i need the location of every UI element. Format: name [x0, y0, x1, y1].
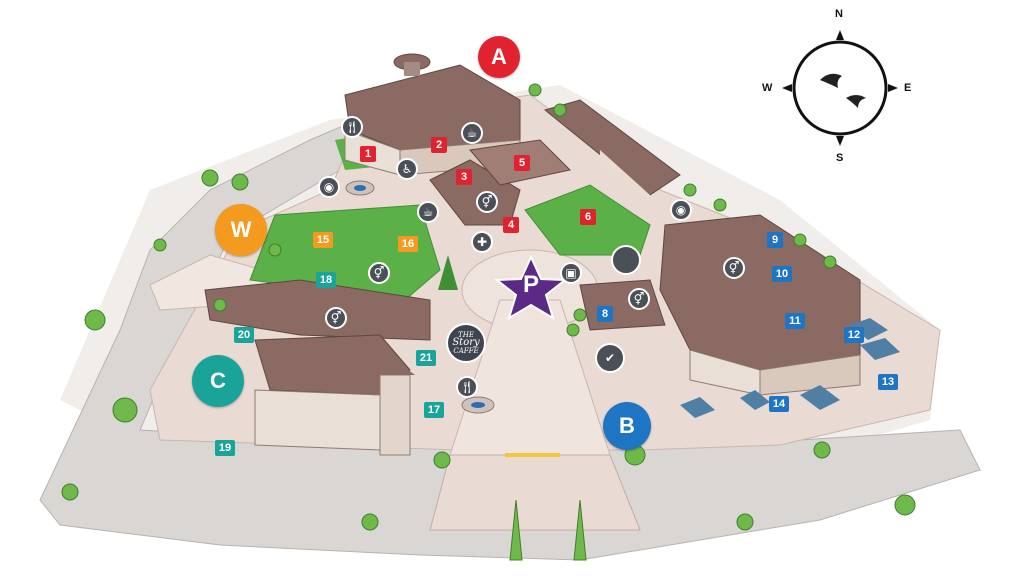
- building-c: [204, 279, 431, 456]
- tree-cypress-2: [573, 499, 587, 561]
- zone-a-marker[interactable]: A: [478, 36, 520, 78]
- location-9[interactable]: 9: [767, 232, 783, 248]
- location-17[interactable]: 17: [424, 402, 444, 418]
- coffee-icon[interactable]: ☕︎: [417, 201, 439, 223]
- location-21[interactable]: 21: [416, 350, 436, 366]
- accessibility-icon[interactable]: ♿︎: [396, 158, 418, 180]
- compass-south: S: [836, 152, 844, 164]
- first-aid-icon[interactable]: ✚: [471, 231, 493, 253]
- location-18[interactable]: 18: [316, 272, 336, 288]
- building-b: [579, 214, 861, 396]
- location-6[interactable]: 6: [580, 209, 596, 225]
- cafe-line-3: CAFFE: [453, 347, 479, 355]
- compass-north: N: [835, 8, 843, 20]
- compass-east: E: [904, 82, 912, 94]
- cafe-line-1: THE: [458, 331, 474, 339]
- restroom-icon[interactable]: ⚥: [628, 288, 650, 310]
- compass-west: W: [762, 82, 773, 94]
- shopping-bag-icon[interactable]: ▣: [560, 262, 582, 284]
- location-3[interactable]: 3: [456, 169, 472, 185]
- restroom-icon[interactable]: ⚥: [325, 307, 347, 329]
- location-19[interactable]: 19: [215, 440, 235, 456]
- location-1[interactable]: 1: [360, 146, 376, 162]
- coffee-icon[interactable]: ☕︎: [461, 122, 483, 144]
- zone-b-marker[interactable]: B: [603, 402, 651, 450]
- pavilion-14c: [680, 397, 715, 418]
- location-16[interactable]: 16: [398, 236, 418, 252]
- pavilion-12: [850, 318, 888, 340]
- location-4[interactable]: 4: [503, 217, 519, 233]
- pavilion-14: [800, 385, 840, 410]
- cafe-line-2: Story: [452, 337, 480, 348]
- zone-c-marker[interactable]: C: [192, 355, 244, 407]
- location-2[interactable]: 2: [431, 137, 447, 153]
- location-15[interactable]: 15: [313, 232, 333, 248]
- building-north-east: [543, 99, 681, 205]
- outer-road: [39, 108, 981, 561]
- parking-label[interactable]: P: [522, 271, 539, 298]
- camera-icon[interactable]: ◉: [670, 199, 692, 221]
- story-caffe-logo[interactable]: THE Story CAFFE: [446, 323, 486, 363]
- pavilion-13: [860, 338, 900, 360]
- location-5[interactable]: 5: [514, 155, 530, 171]
- compass-rose: [782, 30, 898, 146]
- camera-icon[interactable]: ◉: [318, 176, 340, 198]
- dining-icon[interactable]: 🍴︎: [341, 116, 363, 138]
- lawn-west: [249, 204, 441, 301]
- location-10[interactable]: 10: [772, 266, 792, 282]
- location-14[interactable]: 14: [769, 396, 789, 412]
- restroom-icon[interactable]: ⚥: [368, 262, 390, 284]
- location-20[interactable]: 20: [234, 327, 254, 343]
- location-12[interactable]: 12: [844, 327, 864, 343]
- information-icon[interactable]: [611, 245, 641, 275]
- restroom-icon[interactable]: ⚥: [723, 257, 745, 279]
- tree-cypress-1: [509, 499, 523, 561]
- zone-w-marker[interactable]: W: [215, 204, 267, 256]
- restroom-icon[interactable]: ⚥: [476, 191, 498, 213]
- tree-tall: [438, 255, 458, 290]
- location-13[interactable]: 13: [878, 374, 898, 390]
- parking-star: [494, 254, 568, 321]
- dining-icon[interactable]: 🍴︎: [456, 376, 478, 398]
- gate-bar: [505, 453, 560, 457]
- location-8[interactable]: 8: [597, 306, 613, 322]
- check-in-icon[interactable]: ✔: [595, 343, 625, 373]
- entrance-gate: [429, 454, 641, 531]
- trees: [61, 83, 916, 531]
- pavilion-14b: [740, 390, 770, 410]
- location-11[interactable]: 11: [785, 313, 805, 329]
